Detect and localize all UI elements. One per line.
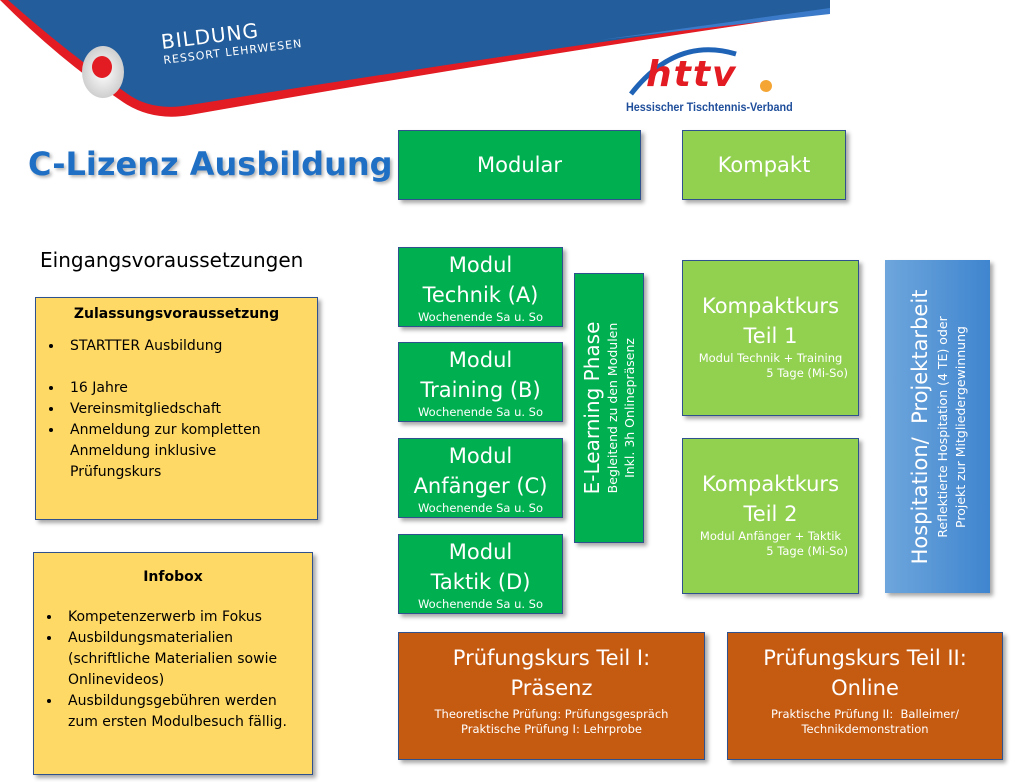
entry-heading: Eingangsvoraussetzungen	[40, 248, 304, 272]
elearning-title: E-Learning Phase	[580, 321, 604, 495]
httv-logo-text: httv	[646, 54, 738, 95]
module-line1: Modul	[448, 348, 513, 372]
module-line2: Technik (A)	[422, 283, 539, 307]
hospitation-sub: Projekt zur Mitgliedergewinnung	[952, 325, 968, 528]
hospitation-title: Hospitation/ Projektarbeit	[907, 289, 932, 564]
list-item: Ausbildungsmaterialien (schriftliche Mat…	[62, 628, 312, 691]
infobox: Infobox Kompetenzerwerb im Fokus Ausbild…	[33, 552, 313, 775]
header-banner	[0, 0, 830, 117]
module-line1: Modul	[448, 444, 513, 468]
module-sub: Wochenende Sa u. So	[417, 597, 544, 611]
list-item: Kompetenzerwerb im Fokus	[62, 607, 312, 628]
module-line1: Modul	[448, 253, 513, 277]
zulassung-box: Zulassungsvoraussetzung STARTTER Ausbild…	[35, 297, 318, 520]
track-kompakt: Kompakt	[682, 130, 846, 200]
pruefungskurs-teil2: Prüfungskurs Teil II: Online Praktische P…	[727, 632, 1003, 760]
infobox-title: Infobox	[143, 569, 203, 585]
module-line2: Taktik (D)	[430, 570, 531, 594]
hospitation-sub: Reflektierte Hospitation (4 TE) oder	[934, 315, 950, 538]
pruefung-sub: Technikdemonstration	[801, 722, 929, 736]
elearning-sub: Inkl. 3h Onlinepräsenz	[622, 338, 637, 478]
elearning-sub: Begleitend zu den Modulen	[605, 322, 620, 494]
track-modular: Modular	[398, 130, 641, 200]
pruefungskurs-teil1: Prüfungskurs Teil I: Präsenz Theoretische…	[398, 632, 705, 760]
module-line2: Training (B)	[420, 378, 541, 402]
list-item: STARTTER Ausbildung	[64, 336, 317, 357]
pruefung-sub: Praktische Prüfung I: Lehrprobe	[461, 722, 642, 736]
kompakt-line1: Kompaktkurs	[701, 294, 840, 318]
kompakt-sub: 5 Tage (Mi-So)	[766, 544, 848, 558]
zulassung-title: Zulassungsvoraussetzung	[73, 306, 280, 322]
pruefung-line1: Prüfungskurs Teil I:	[452, 646, 651, 670]
kompakt-sub: Modul Anfänger + Taktik	[699, 529, 842, 543]
httv-arc-icon	[629, 47, 772, 96]
list-item: Vereinsmitgliedschaft	[64, 399, 317, 420]
page-title: C-Lizenz Ausbildung	[28, 145, 393, 183]
pruefung-sub: Theoretische Prüfung: Prüfungsgespräch	[434, 707, 669, 721]
list-item: Anmeldung zur kompletten Anmeldung inklu…	[64, 420, 317, 483]
elearning-box: E-Learning Phase Begleitend zu den Modul…	[574, 273, 644, 543]
pruefung-line2: Präsenz	[510, 676, 593, 700]
module-sub: Wochenende Sa u. So	[417, 501, 544, 515]
list-item: Ausbildungsgebühren werden zum ersten Mo…	[62, 691, 312, 733]
module-sub: Wochenende Sa u. So	[417, 310, 544, 324]
kompakt-line2: Teil 2	[743, 502, 798, 526]
module-line1: Modul	[448, 540, 513, 564]
kompakt-sub: 5 Tage (Mi-So)	[766, 366, 848, 380]
kompakt-line2: Teil 1	[743, 324, 798, 348]
kompakt-line1: Kompaktkurs	[701, 472, 840, 496]
pruefung-line1: Prüfungskurs Teil II:	[763, 646, 967, 670]
module-sub: Wochenende Sa u. So	[417, 405, 544, 419]
httv-logo: httv Hessischer Tischtennis-Verband	[626, 46, 796, 120]
httv-caption: Hessischer Tischtennis-Verband	[626, 100, 793, 114]
hospitation-box: Hospitation/ Projektarbeit Reflektierte …	[885, 260, 990, 593]
module-line2: Anfänger (C)	[413, 474, 548, 498]
kompakt-sub: Modul Technik + Training	[698, 351, 843, 365]
list-item: 16 Jahre	[64, 378, 317, 399]
bildung-logo-icon	[82, 46, 124, 98]
pruefung-line2: Online	[831, 676, 899, 700]
pruefung-sub: Praktische Prüfung II: Balleimer/	[771, 707, 959, 721]
